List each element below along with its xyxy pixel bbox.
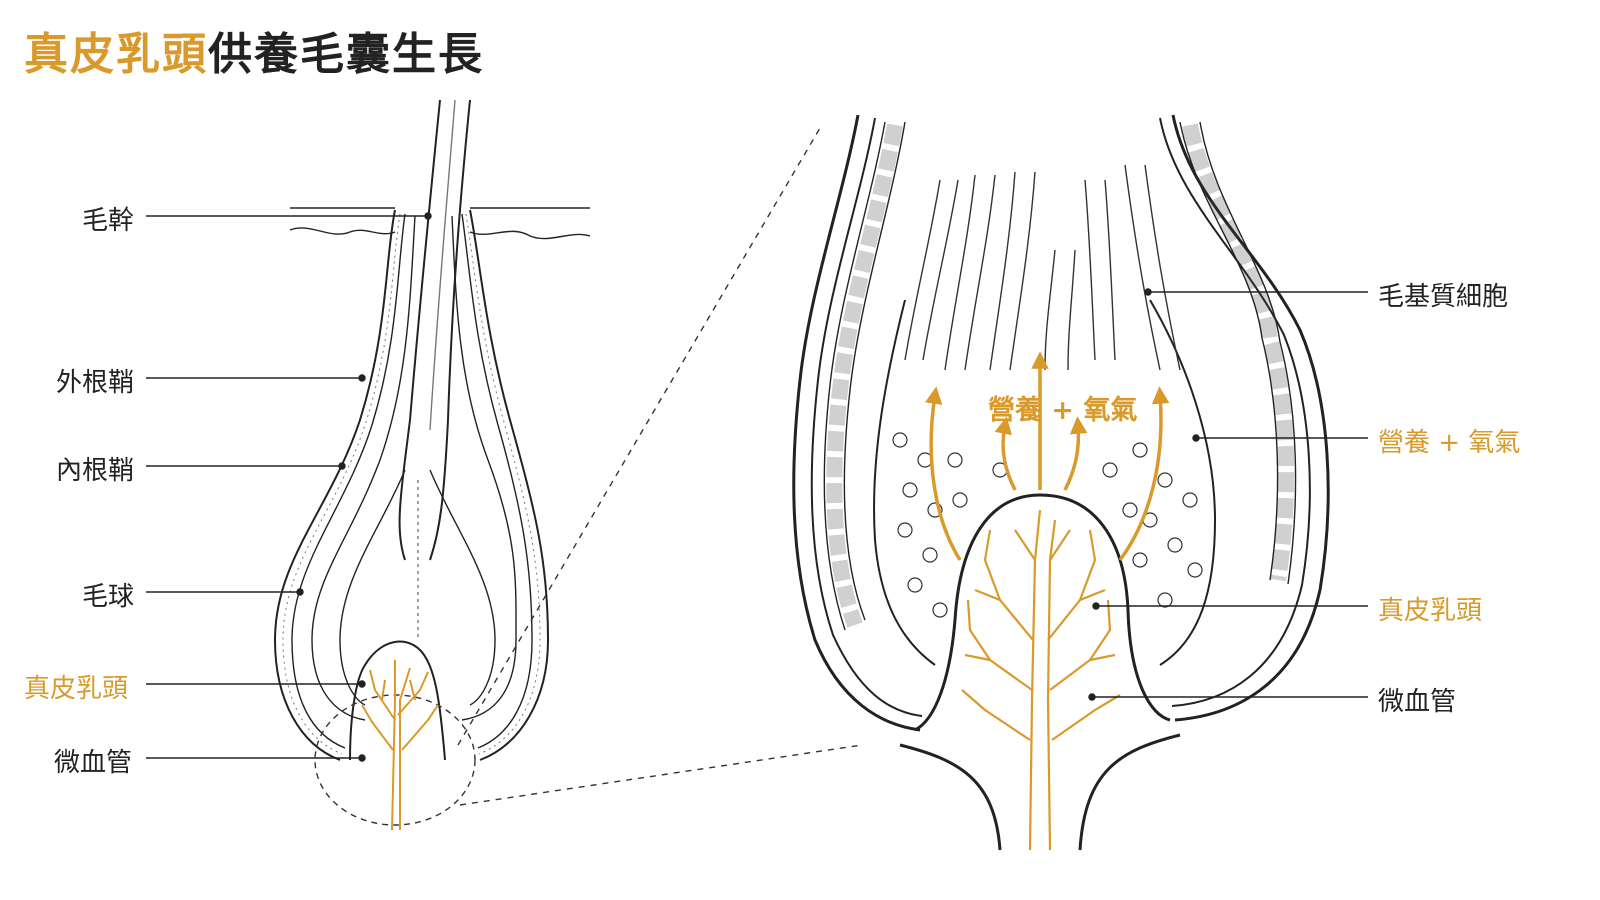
label-capillaries-left: 微血管 xyxy=(54,748,133,778)
label-nutrients-oxygen: 營養 + 氧氣 xyxy=(1378,428,1521,458)
inner-nutrients-label: 營養 + 氧氣 xyxy=(988,395,1138,426)
left-capillary-tree xyxy=(361,660,439,831)
left-follicle xyxy=(273,99,863,826)
right-outer-line xyxy=(792,114,1330,732)
title-rest: 供養毛囊生長 xyxy=(208,29,484,80)
label-inner-root-sheath: 內根鞘 xyxy=(56,456,135,486)
matrix-cell-columns xyxy=(904,164,1181,371)
bulb-cone xyxy=(339,469,496,706)
right-capillary-tree xyxy=(961,509,1121,851)
outer-root-sheath-outline xyxy=(273,209,550,761)
right-outer-line-2 xyxy=(810,117,1311,717)
label-shaft: 毛幹 xyxy=(82,206,135,236)
papilla-outline-left xyxy=(349,640,446,761)
bulb-cells xyxy=(892,432,1203,618)
label-matrix-cells: 毛基質細胞 xyxy=(1378,282,1509,312)
papilla-stalk xyxy=(899,733,1181,851)
papilla-outline-right xyxy=(914,493,1171,732)
zoom-line-bottom xyxy=(459,744,863,806)
right-pointers xyxy=(1088,288,1368,701)
outer-sheath-cells xyxy=(282,213,541,755)
label-dermal-papilla-right: 真皮乳頭 xyxy=(1378,596,1483,626)
skin-surface-left xyxy=(289,207,396,235)
inner-root-sheath xyxy=(311,215,517,721)
label-dermal-papilla-left: 真皮乳頭 xyxy=(24,674,129,704)
hair-shaft xyxy=(398,99,471,561)
label-outer-root-sheath: 外根鞘 xyxy=(56,368,135,398)
outer-root-sheath-inner xyxy=(291,213,533,749)
right-outer-cells xyxy=(826,123,1295,628)
skin-surface-right xyxy=(469,207,591,240)
left-pointers xyxy=(146,212,432,762)
zoom-line-top xyxy=(457,127,821,746)
right-inner-sheath xyxy=(873,299,1217,666)
label-bulb: 毛球 xyxy=(82,582,135,612)
title-highlight: 真皮乳頭 xyxy=(24,29,208,80)
diagram-title: 真皮乳頭供養毛囊生長 xyxy=(24,18,484,82)
label-capillaries-right: 微血管 xyxy=(1378,687,1457,717)
nutrient-arrows xyxy=(925,351,1170,562)
right-bulb xyxy=(792,114,1330,851)
